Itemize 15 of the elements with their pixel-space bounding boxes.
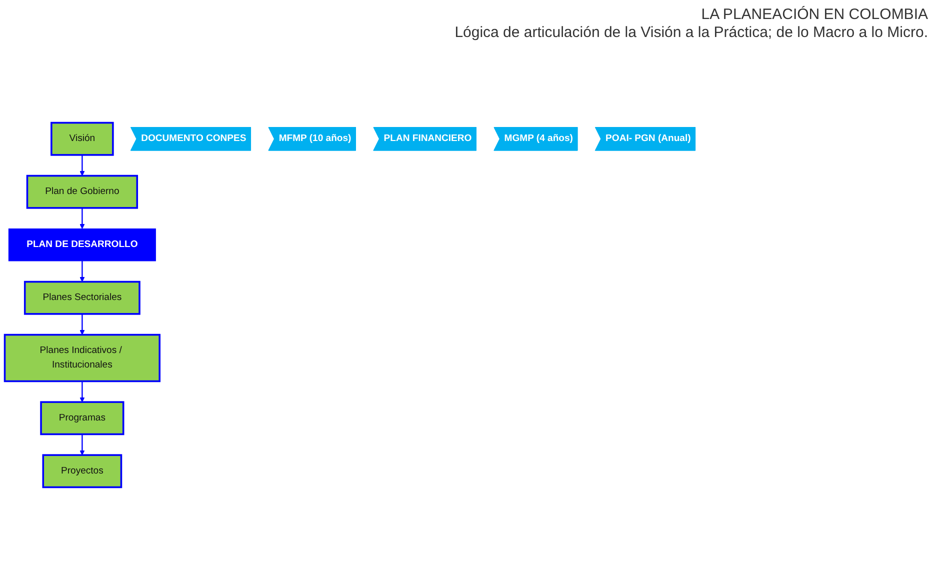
node-box: Planes Sectoriales: [24, 280, 140, 315]
node-box: Proyectos: [42, 454, 122, 488]
node-box: Plan de Gobierno: [26, 174, 138, 209]
arrow: [80, 314, 85, 336]
title: LA PLANEACIÓN EN COLOMBIA: [701, 6, 928, 24]
node-box: Programas: [40, 401, 124, 436]
arrow: [80, 154, 85, 176]
node-box: Planes Indicativos / Institucionales: [4, 334, 160, 382]
node-box: Visión: [50, 122, 114, 156]
arrow: [80, 381, 85, 402]
node-box: PLAN DE DESARROLLO: [8, 228, 156, 262]
arrow: [80, 208, 85, 230]
subtitle: Lógica de articulación de la Visión a la Práctica; de lo Macro a lo Micro.: [454, 24, 928, 42]
arrow: [80, 260, 85, 282]
arrow: [80, 434, 85, 456]
